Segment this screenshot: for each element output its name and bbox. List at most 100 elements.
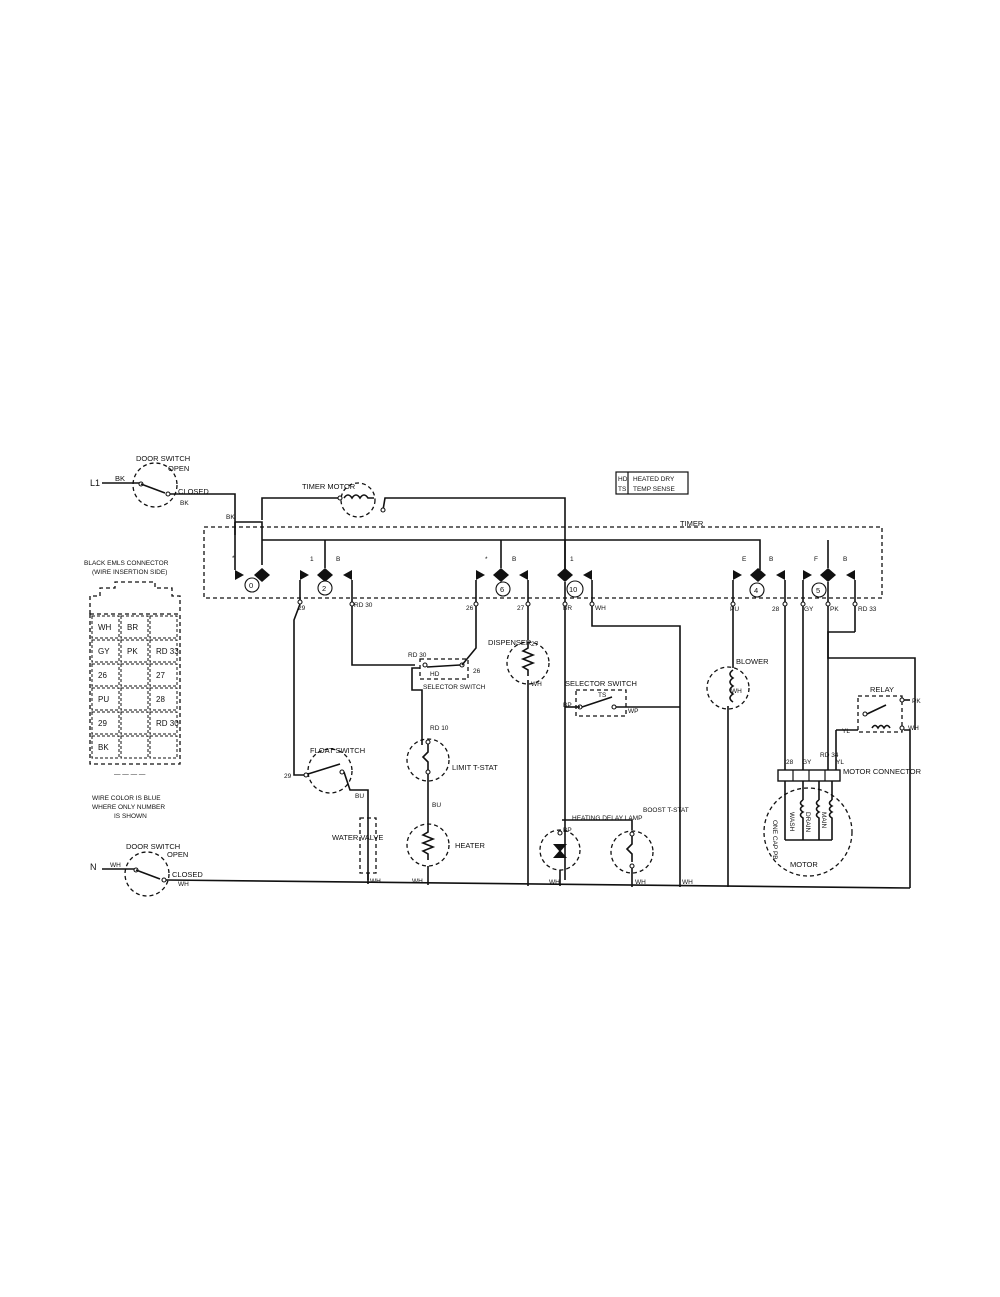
door-switch-bottom-open: OPEN: [167, 850, 188, 859]
door-switch-bottom-wh: WH: [178, 881, 189, 888]
relay-yl: YL: [842, 728, 850, 735]
wire-pu-label: PU: [730, 606, 739, 613]
timer-contact-2-b: B: [336, 556, 340, 563]
wire-gy-label: GY: [804, 606, 814, 613]
sel1-label: SELECTOR SWITCH: [423, 684, 486, 691]
float-switch-branch: 29 29 FLOAT SWITCH BU: [284, 580, 369, 820]
timer-contact-0: 0 *: [232, 555, 270, 593]
timer-contact-2-letter: 1: [310, 556, 314, 563]
connector-cell: [91, 735, 120, 759]
l1-wire-color: BK: [115, 474, 125, 483]
connector-cell-label: GY: [98, 647, 110, 656]
connector-cell-label: PK: [127, 647, 138, 656]
sel1-rd30-label: RD 30: [408, 652, 427, 659]
dispenser-branch: 27 27 DISPENSER WH: [488, 580, 550, 880]
wire-note-3: IS SHOWN: [114, 813, 147, 820]
relay: RELAY PK WH YL: [836, 685, 921, 888]
connector-cell: [91, 711, 120, 735]
float-switch-label: FLOAT SWITCH: [310, 746, 365, 755]
door-switch-top-label: DOOR SWITCH: [136, 454, 190, 463]
door-switch-top-closed: CLOSED: [178, 487, 209, 496]
water-valve-label-1: WATER VALVE: [332, 833, 383, 842]
motor-label: MOTOR: [790, 860, 818, 869]
connector-cell: [120, 735, 149, 759]
connector-cell: [149, 615, 178, 639]
connector-bottom-mark: — — — —: [114, 771, 146, 778]
neutral-drops: [367, 870, 729, 887]
connector-cell: [91, 639, 120, 663]
relay-label: RELAY: [870, 685, 894, 694]
sel2-label: SELECTOR SWITCH: [565, 679, 637, 688]
motor-branch: 28 GY PK RD 33: [772, 580, 916, 770]
timer-contact-4: 4 E B: [733, 556, 785, 598]
motor: ONE CAP PB WASH DRAIN MAIN MOTOR: [763, 781, 853, 877]
motor-wash: WASH: [788, 812, 795, 832]
blower-wh: WH: [731, 688, 742, 695]
wire-wh-10: WH: [595, 605, 606, 612]
blower-branch: PU BLOWER WH: [706, 580, 769, 880]
timer-contact-4-b: B: [769, 556, 773, 563]
blower-label: BLOWER: [736, 657, 769, 666]
motor-connector-label: MOTOR CONNECTOR: [843, 767, 922, 776]
n-supply: N WH: [90, 862, 135, 872]
sel1-hd: HD: [430, 671, 440, 678]
n-wire-color: WH: [110, 862, 121, 869]
connector-cell: [149, 663, 178, 687]
heater-bu: BU: [432, 802, 441, 809]
heater-label: HEATER: [455, 841, 485, 850]
water-valve: WATER VALVE WH: [332, 817, 383, 885]
wire-27-label: 27: [517, 605, 525, 612]
relay-wh: WH: [908, 725, 919, 732]
door-switch-top: DOOR SWITCH OPEN CLOSED BK: [132, 454, 236, 518]
heating-delay-lamp: BP HEATING DELAY LAMP WH: [539, 815, 642, 886]
timer-box: TIMER BK: [203, 514, 883, 599]
connector-cell: [120, 663, 149, 687]
sel1-26: 26: [473, 668, 481, 675]
connector-cell-label: 26: [98, 671, 107, 680]
sel2-wp: WP: [628, 708, 638, 715]
timer-contact-10-letter: 1: [570, 556, 574, 563]
wire-rd33-label: RD 33: [858, 606, 877, 613]
limit-tstat-label: LIMIT T-STAT: [452, 763, 498, 772]
wire-note-2: WHERE ONLY NUMBER: [92, 804, 165, 811]
connector-cell: [120, 639, 149, 663]
selector-switch-1-branch: RD 30 RD 30 HD 26 SELECTOR SWITCH 26: [349, 580, 486, 745]
legend-ts: TS: [618, 486, 627, 493]
timer-contact-2-id: 2: [322, 584, 326, 593]
float-bu-label: BU: [355, 793, 364, 800]
wire-pk-label: PK: [830, 606, 839, 613]
connector-cell: [91, 615, 120, 639]
relay-pk: PK: [912, 698, 921, 705]
sel2-ts: TS: [598, 692, 607, 699]
timer-contact-10: 10 1: [557, 556, 592, 598]
wire-rd30-a: RD 30: [354, 602, 373, 609]
door-switch-bottom: DOOR SWITCH OPEN CLOSED WH: [124, 842, 911, 897]
connector-cell: [149, 639, 178, 663]
timer-contact-6-letter: *: [485, 556, 488, 563]
legend-box: HD TS HEATED DRY TEMP SENSE: [615, 471, 689, 495]
motor-drain: DRAIN: [804, 812, 811, 833]
limit-rd10: RD 10: [430, 725, 449, 732]
timer-contact-0-id: 0: [249, 581, 253, 590]
timer-contact-6: 6 * B: [476, 540, 528, 597]
wh-return: WH WH: [589, 580, 693, 886]
timer-label: TIMER: [680, 519, 704, 528]
timer-bk: BK: [226, 514, 235, 521]
wire-26-label: 26: [466, 605, 474, 612]
connector-cell-label: 28: [156, 695, 165, 704]
connector-cell: [120, 687, 149, 711]
connector-cell: [149, 735, 178, 759]
limit-tstat: RD 10 LIMIT T-STAT BU: [406, 725, 498, 826]
connector-title-2: (WIRE INSERTION SIDE): [92, 569, 167, 576]
motor-28: 28: [786, 759, 794, 766]
timer-contact-6-id: 6: [500, 585, 504, 594]
connector-cell: [149, 711, 178, 735]
l1-label: L1: [90, 478, 100, 488]
timer-contact-0-letter: *: [232, 555, 235, 562]
timer-motor-label: TIMER MOTOR: [302, 482, 356, 491]
door-switch-bottom-label: DOOR SWITCH: [126, 842, 180, 851]
timer-contact-6-b: B: [512, 556, 516, 563]
dispenser-label: DISPENSER: [488, 638, 532, 647]
boost-wh: WH: [635, 879, 646, 886]
